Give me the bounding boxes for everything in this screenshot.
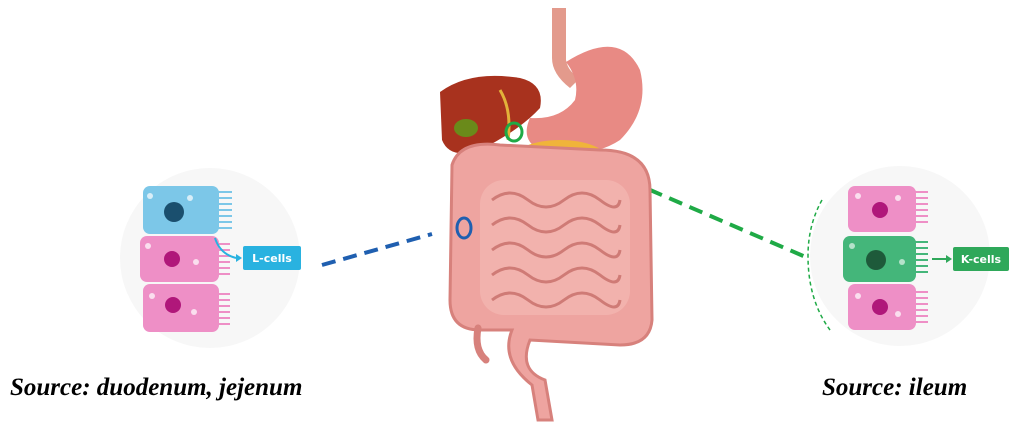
right-source-caption: Source: ileum (822, 374, 967, 402)
digestive-tract-illustration (440, 8, 652, 420)
epithelial-cell-nucleus (872, 299, 888, 315)
l-cell-nucleus (164, 202, 184, 222)
l-cells-label: L-cells (243, 246, 301, 270)
left-source-caption: Source: duodenum, jejenum (10, 374, 302, 402)
liver (440, 76, 541, 153)
epithelial-cell (143, 284, 219, 332)
epithelial-cell-nucleus (872, 202, 888, 218)
stomach (527, 47, 643, 154)
gallbladder (454, 119, 478, 137)
k-cells-label: K-cells (953, 247, 1009, 271)
blue-cell-microvilli (217, 192, 232, 228)
epithelial-cell-nucleus (165, 297, 181, 313)
k-cell-nucleus (866, 250, 886, 270)
appendix (477, 328, 486, 360)
epithelial-cell-nucleus (164, 251, 180, 267)
blue-dashed-connector (322, 234, 432, 265)
